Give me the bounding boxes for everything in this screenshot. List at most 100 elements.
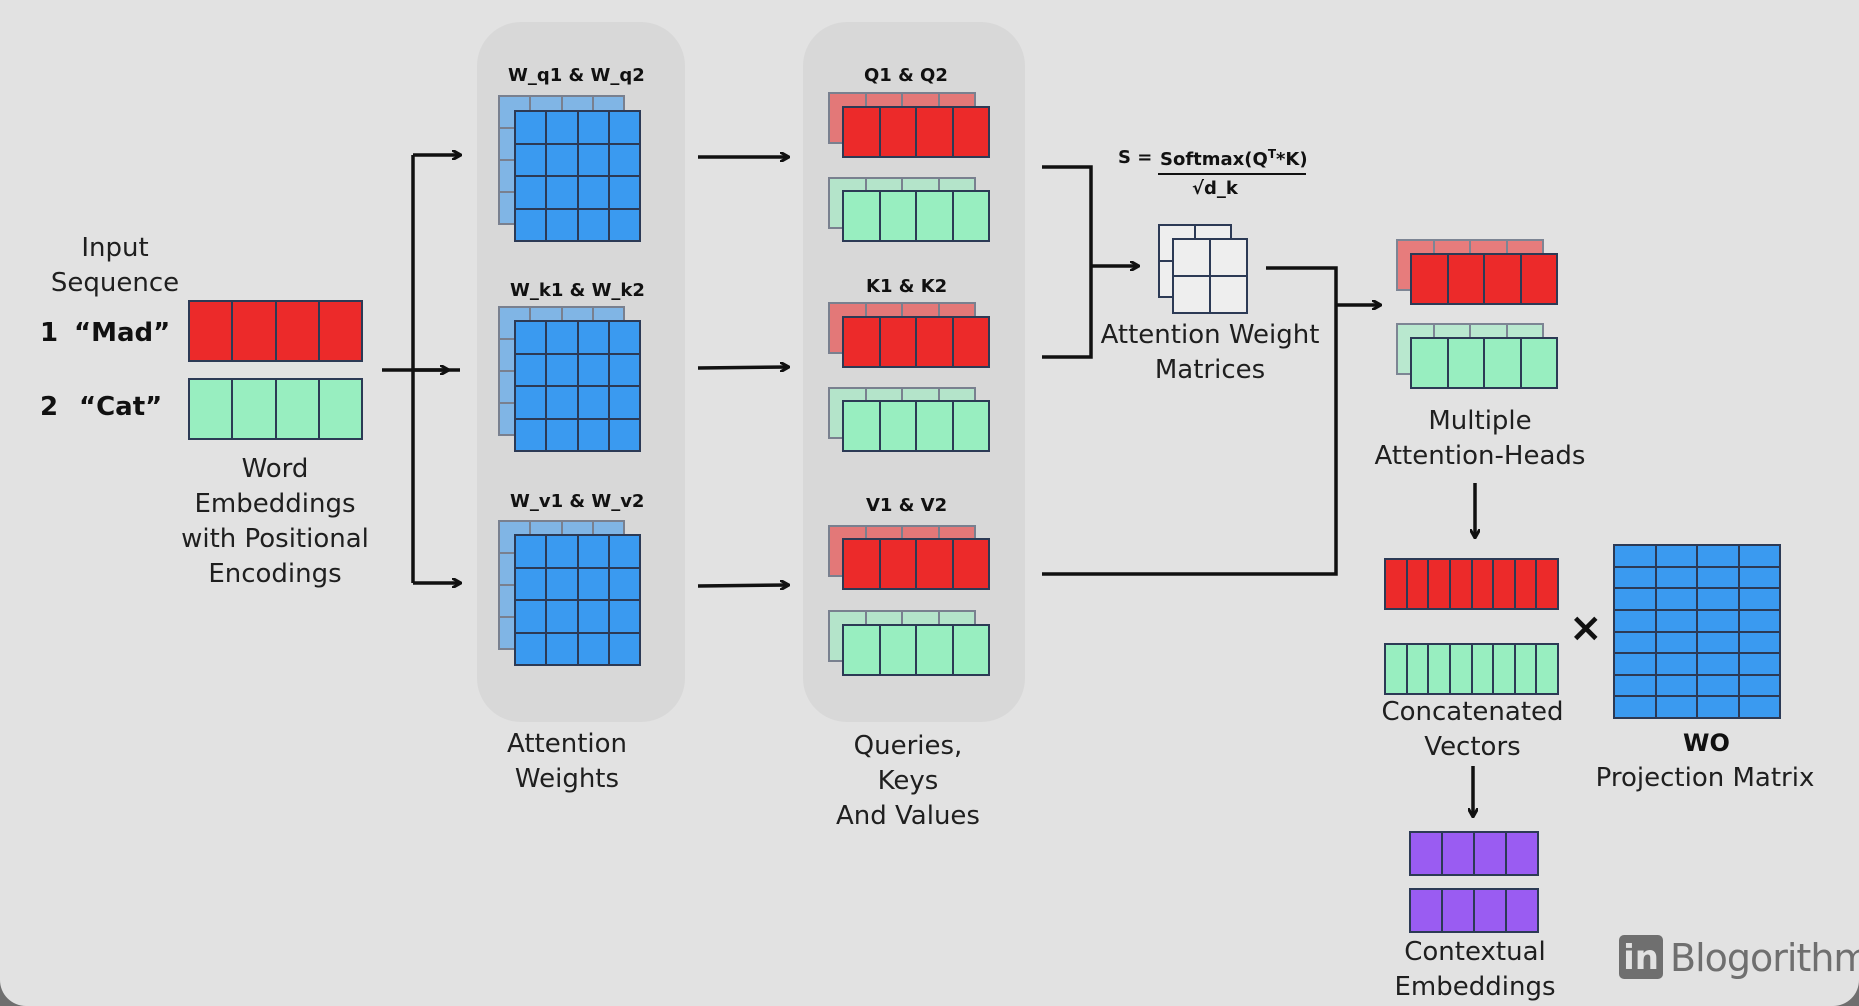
matrix-cell (1655, 674, 1697, 697)
matrix-cell (1484, 338, 1521, 388)
matrix-cell (577, 321, 609, 354)
contextual-embedding-1 (1409, 831, 1539, 876)
matrix-cell (916, 317, 953, 367)
matrix-cell (879, 191, 916, 241)
matrix-cell (1697, 545, 1739, 567)
input-sequence-heading: Input Sequence (50, 233, 180, 298)
matrix-cell (1655, 696, 1697, 718)
matrix-cell (515, 176, 547, 209)
matrix-cell (1655, 588, 1697, 610)
wv-label: W_v1 & W_v2 (510, 491, 645, 512)
matrix-cell (1428, 644, 1450, 694)
matrix-cell (1697, 653, 1739, 675)
matrix-cell (608, 632, 640, 665)
matrix-cell (189, 379, 233, 439)
wk2-matrix (514, 320, 641, 452)
matrix-cell (608, 567, 640, 600)
matrix-cell (189, 301, 233, 361)
matrix-cell (1738, 588, 1780, 610)
word-embeddings-label: Word Embeddings with Positional Encoding… (181, 454, 369, 589)
matrix-cell (1449, 644, 1472, 694)
matrix-cell (1614, 609, 1656, 632)
matrix-cell (1410, 832, 1442, 875)
matrix-cell (1506, 832, 1538, 875)
matrix-cell (879, 625, 916, 675)
matrix-cell (608, 600, 640, 633)
matrix-cell (608, 386, 640, 419)
matrix-cell (843, 625, 880, 675)
matrix-cell (577, 353, 609, 386)
matrix-cell (1697, 588, 1739, 610)
matrix-cell (1738, 674, 1780, 697)
matrix-cell (577, 143, 609, 176)
matrix-cell (952, 539, 989, 589)
matrix-cell (608, 535, 640, 568)
matrix-cell (1536, 644, 1558, 694)
matrix-cell (1406, 559, 1429, 609)
matrix-cell (1738, 566, 1780, 589)
matrix-cell (1173, 276, 1210, 313)
v2-vector (842, 624, 990, 676)
matrix-cell (1614, 588, 1656, 610)
matrix-cell (1411, 254, 1448, 304)
matrix-cell (1428, 559, 1450, 609)
matrix-cell (577, 208, 609, 241)
multiple-heads-caption: Multiple Attention-Heads (1374, 406, 1586, 471)
matrix-cell (515, 143, 547, 176)
matrix-cell (275, 301, 319, 361)
matrix-cell (515, 386, 547, 419)
matrix-cell (1697, 696, 1739, 718)
q-label: Q1 & Q2 (864, 65, 948, 86)
matrix-cell (1514, 644, 1537, 694)
matrix-cell (1614, 631, 1656, 654)
matrix-cell (1614, 696, 1656, 718)
matrix-cell (916, 539, 953, 589)
matrix-cell (577, 176, 609, 209)
q2-vector (842, 190, 990, 242)
matrix-cell (577, 386, 609, 419)
matrix-cell (1385, 559, 1407, 609)
matrix-cell (546, 632, 578, 665)
matrix-cell (318, 379, 362, 439)
matrix-cell (879, 317, 916, 367)
matrix-cell (1536, 559, 1558, 609)
matrix-cell (577, 632, 609, 665)
input-item-2-word: “Cat” (79, 392, 163, 422)
matrix-cell (1738, 631, 1780, 654)
attention-matrix-front (1172, 238, 1248, 314)
v1-vector (842, 538, 990, 590)
matrix-cell (1210, 239, 1247, 276)
matrix-cell (879, 539, 916, 589)
matrix-cell (546, 353, 578, 386)
projection-matrix-caption: Projection Matrix (1595, 763, 1815, 793)
input-item-2-number: 2 (40, 392, 59, 422)
matrix-cell (546, 111, 578, 144)
matrix-cell (546, 321, 578, 354)
matrix-cell (275, 379, 319, 439)
concat-red-vector (1384, 558, 1559, 610)
matrix-cell (577, 111, 609, 144)
matrix-cell (952, 401, 989, 451)
matrix-cell (608, 143, 640, 176)
matrix-cell (515, 321, 547, 354)
matrix-cell (1484, 254, 1521, 304)
matrix-cell (546, 386, 578, 419)
matrix-cell (1447, 254, 1484, 304)
matrix-cell (952, 107, 989, 157)
matrix-cell (1471, 559, 1494, 609)
matrix-cell (1447, 338, 1484, 388)
matrix-cell (1655, 631, 1697, 654)
matrix-cell (546, 418, 578, 451)
matrix-cell (1655, 653, 1697, 675)
wq2-matrix (514, 110, 641, 242)
attention-to-heads-line (1042, 266, 1338, 576)
matrix-cell (1655, 545, 1697, 567)
matrix-cell (1449, 559, 1472, 609)
multiply-operator: × (1569, 605, 1603, 651)
linkedin-icon: in (1619, 935, 1663, 979)
matrix-cell (843, 317, 880, 367)
matrix-cell (1210, 276, 1247, 313)
brand-name: Blogorithm (1670, 936, 1859, 980)
matrix-cell (843, 401, 880, 451)
